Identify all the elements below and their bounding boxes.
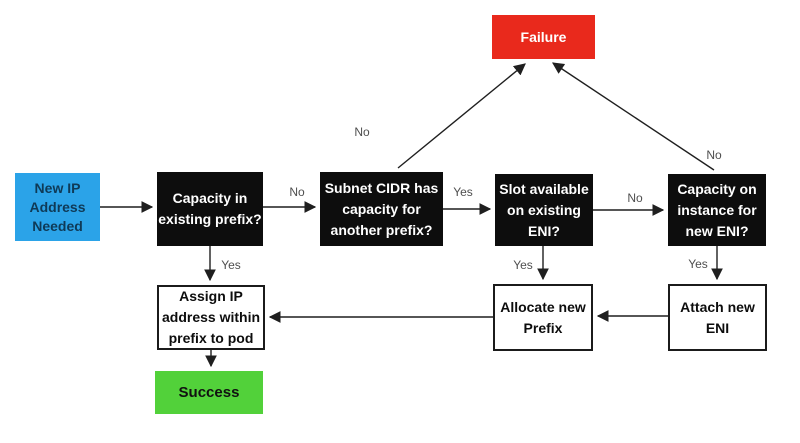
process-attach-eni-label: Attach new ENI	[680, 298, 755, 336]
edge-label-capacity-instance-yes: Yes	[688, 257, 708, 271]
process-allocate-prefix-label: Allocate new Prefix	[500, 298, 586, 336]
decision-subnet-cidr-capacity-label: Subnet CIDR has capacity for another pre…	[324, 179, 439, 238]
start-node-label: New IP Address Needed	[29, 179, 86, 234]
decision-capacity-existing-prefix-label: Capacity in existing prefix?	[158, 190, 262, 227]
decision-slot-available-eni-label: Slot available on existing ENI?	[499, 180, 589, 239]
process-assign-ip-label: Assign IP address within prefix to pod	[161, 288, 261, 346]
decision-capacity-existing-prefix: Capacity in existing prefix?	[157, 172, 263, 246]
success-node-label: Success	[178, 384, 240, 401]
process-assign-ip: Assign IP address within prefix to pod	[157, 285, 265, 350]
edge-label-subnet-cidr-yes: Yes	[453, 185, 473, 199]
success-node: Success	[155, 371, 263, 414]
failure-node-label: Failure	[520, 29, 567, 45]
edge-label-capacity-instance-no: No	[706, 148, 722, 162]
decision-slot-available-eni: Slot available on existing ENI?	[495, 174, 593, 246]
edge-label-capacity-prefix-no: No	[289, 185, 305, 199]
decision-capacity-instance-eni: Capacity on instance for new ENI?	[668, 174, 766, 246]
start-node-new-ip: New IP Address Needed	[15, 173, 100, 241]
arrow-subnet-cidr-no-to-failure	[397, 63, 526, 169]
decision-capacity-instance-eni-label: Capacity on instance for new ENI?	[677, 180, 757, 239]
edge-label-slot-eni-no: No	[627, 191, 643, 205]
edge-label-slot-eni-yes: Yes	[513, 258, 533, 272]
failure-node: Failure	[492, 15, 595, 59]
edge-label-capacity-prefix-yes: Yes	[221, 258, 241, 272]
edge-label-subnet-cidr-no: No	[354, 125, 370, 139]
decision-subnet-cidr-capacity: Subnet CIDR has capacity for another pre…	[320, 172, 443, 246]
process-attach-eni: Attach new ENI	[668, 284, 767, 351]
process-allocate-prefix: Allocate new Prefix	[493, 284, 593, 351]
arrow-capacity-instance-no-to-failure	[552, 62, 715, 171]
